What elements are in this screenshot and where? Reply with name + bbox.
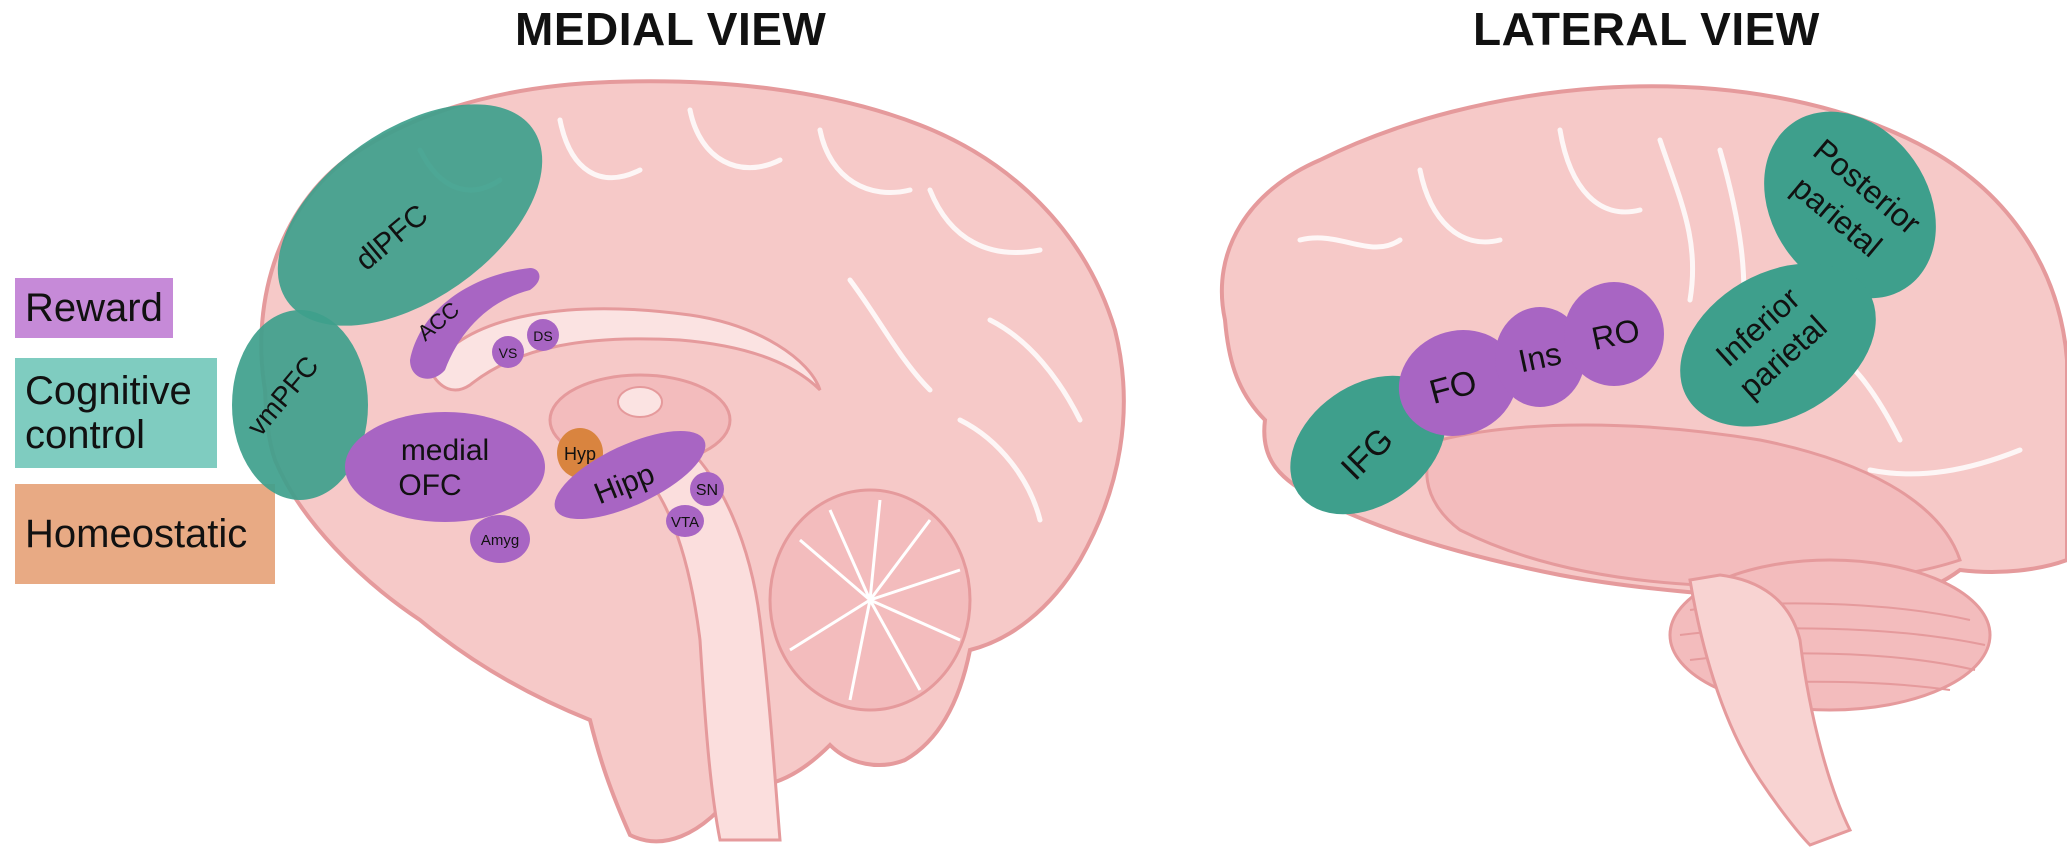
vta-label: VTA bbox=[671, 514, 699, 531]
ds-label: DS bbox=[533, 328, 552, 344]
medial-ofc-label-line2: OFC bbox=[398, 469, 461, 502]
cerebellum bbox=[770, 490, 970, 710]
medial-ofc-label-line1: medial bbox=[401, 434, 489, 467]
medial-ofc-region bbox=[345, 412, 545, 522]
sn-label: SN bbox=[696, 482, 718, 499]
hyp-label: Hyp bbox=[564, 444, 596, 464]
amyg-label: Amyg bbox=[481, 532, 519, 549]
vs-label: VS bbox=[499, 345, 518, 361]
